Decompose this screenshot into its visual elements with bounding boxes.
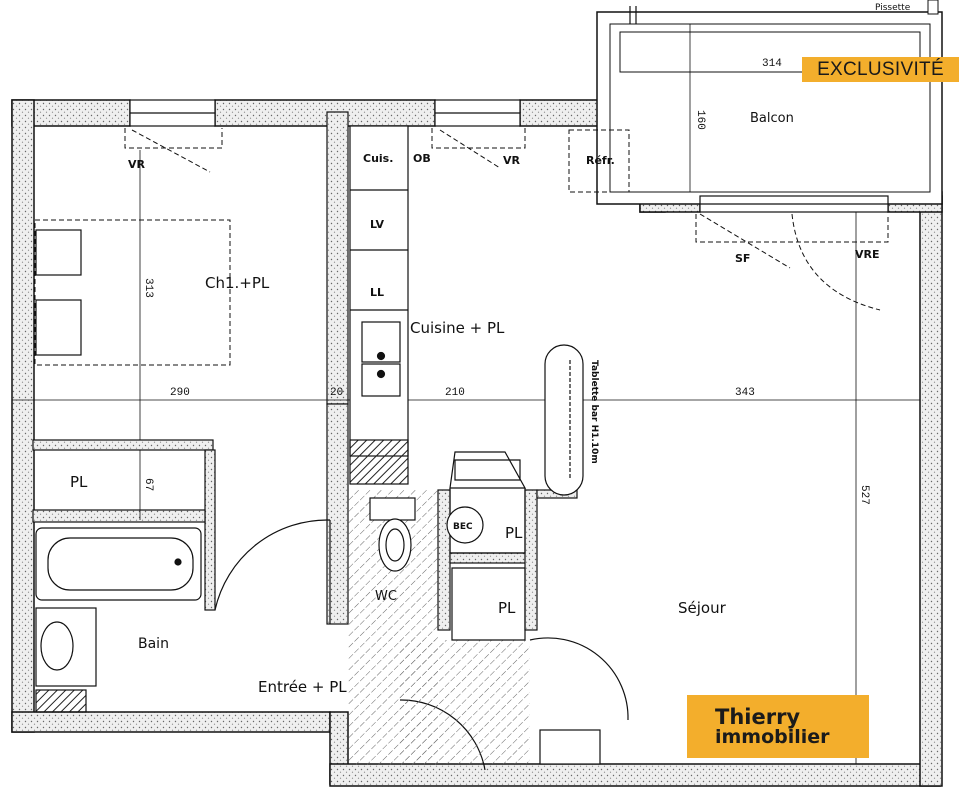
room-label-entry: Entrée + PL <box>258 678 347 696</box>
fixture-lv: LV <box>370 218 384 231</box>
fixtures-small <box>35 229 601 765</box>
closet-label-bath: PL <box>505 524 523 542</box>
wc-area <box>348 490 530 765</box>
fixture-ll: LL <box>370 286 384 299</box>
room-label-bedroom: Ch1.+PL <box>205 274 270 292</box>
kitchen-counter <box>349 125 409 485</box>
fixture-tablette: Tablette bar H1.10m <box>589 360 599 464</box>
fixture-cuis: Cuis. <box>363 152 393 165</box>
closet-label-bed: PL <box>70 473 88 491</box>
fixture-bec: BEC <box>453 522 473 532</box>
fixture-vre: VRE <box>855 248 880 261</box>
fixture-refr: Réfr. <box>586 154 615 167</box>
dim-67: 67 <box>142 478 154 491</box>
room-label-bathroom: Bain <box>138 636 169 652</box>
dim-290: 290 <box>170 387 190 399</box>
logo-line1: Thierry <box>715 704 801 729</box>
room-label-living: Séjour <box>678 599 727 617</box>
windows <box>129 99 889 213</box>
dim-343: 343 <box>735 387 755 399</box>
fixture-sf: SF <box>735 252 750 265</box>
balcony <box>596 0 943 205</box>
bathroom-fixtures <box>35 527 202 713</box>
dim-20: 20 <box>330 387 343 399</box>
dim-314: 314 <box>762 58 782 70</box>
room-label-kitchen: Cuisine + PL <box>410 319 505 337</box>
dim-160: 160 <box>694 110 706 130</box>
dim-210: 210 <box>445 387 465 399</box>
room-label-wc: WC <box>375 589 397 604</box>
fixture-ob: OB <box>413 152 431 165</box>
closet-label-mid: PL <box>498 599 516 617</box>
interior-walls <box>32 111 578 631</box>
logo-line2: immobilier <box>715 725 830 748</box>
fixture-vr-left: VR <box>128 158 146 171</box>
dimension-lines <box>12 150 920 764</box>
agency-logo: Thierry immobilier <box>687 695 869 758</box>
dim-313: 313 <box>142 278 154 298</box>
fixture-pissette: Pissette <box>875 3 911 13</box>
dim-527: 527 <box>858 485 870 505</box>
exclusivity-badge: EXCLUSIVITÉ <box>802 57 959 82</box>
fixture-vr-mid: VR <box>503 154 521 167</box>
bar-tablette <box>544 344 584 496</box>
room-label-balcony: Balcon <box>750 111 794 126</box>
